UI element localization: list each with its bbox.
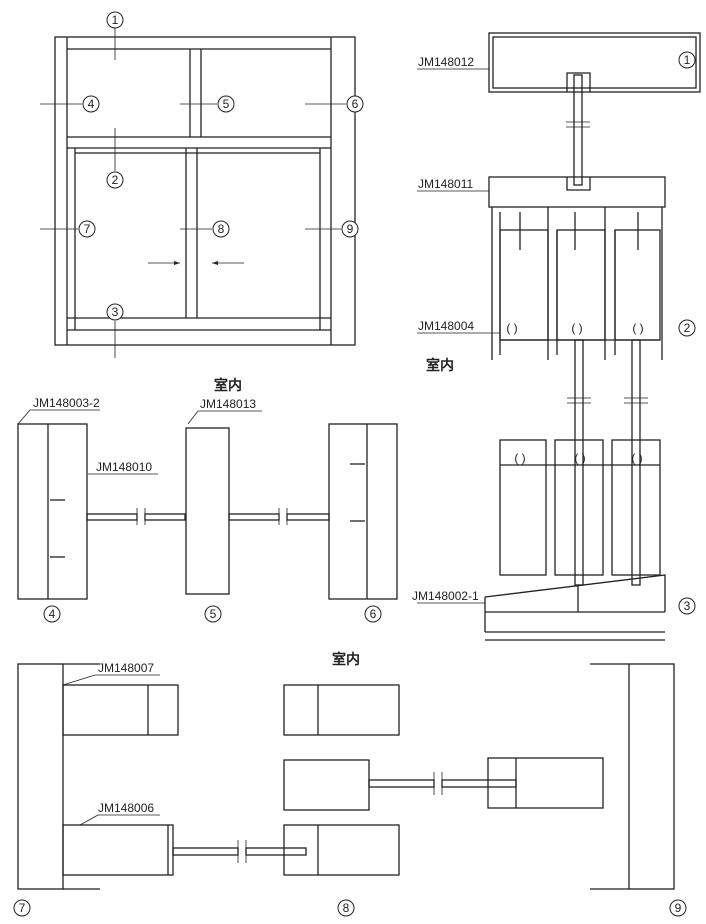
reference-markers: 1 4 5 6 2 7 8 9 3 1 2 3 4 5 6 7 8 9 <box>13 11 696 917</box>
svg-text:9: 9 <box>675 901 682 915</box>
svg-text:9: 9 <box>347 222 354 236</box>
code-jm148002-1: JM148002-1 <box>412 589 479 603</box>
svg-text:8: 8 <box>218 222 225 236</box>
vertical-section: ( ) ( ) ( ) ( ) ( ) ( ) <box>417 32 701 641</box>
bottom-track: ( ) ( ) ( ) <box>417 439 666 641</box>
svg-text:1: 1 <box>684 53 691 67</box>
marker-9: 9 <box>341 220 359 238</box>
svg-text:2: 2 <box>112 173 119 187</box>
svg-text:( ): ( ) <box>631 451 642 465</box>
svg-text:4: 4 <box>88 97 95 111</box>
marker-8: 8 <box>212 220 230 238</box>
code-jm148004: JM148004 <box>418 319 474 333</box>
svg-text:1: 1 <box>112 13 119 27</box>
svg-text:2: 2 <box>684 321 691 335</box>
section-marker-7: 7 <box>13 899 31 917</box>
svg-text:7: 7 <box>19 901 26 915</box>
interior-label: 室内 <box>332 651 360 668</box>
marker-4: 4 <box>82 95 100 113</box>
marker-7: 7 <box>78 220 96 238</box>
code-jm148010: JM148010 <box>96 460 152 474</box>
profile-codes: JM148012 JM148011 JM148004 JM148002-1 JM… <box>33 55 479 815</box>
svg-text:5: 5 <box>223 97 230 111</box>
code-jm148006: JM148006 <box>98 801 154 815</box>
svg-text:4: 4 <box>49 607 56 621</box>
section-marker-6: 6 <box>364 605 382 623</box>
marker-5: 5 <box>217 95 235 113</box>
section-marker-4: 4 <box>43 605 61 623</box>
interior-label: 室内 <box>214 377 242 394</box>
interior-label: 室内 <box>426 357 454 374</box>
marker-3: 3 <box>106 303 124 321</box>
marker-1: 1 <box>106 11 124 29</box>
svg-text:8: 8 <box>343 901 350 915</box>
section-marker-1: 1 <box>678 51 696 69</box>
svg-text:3: 3 <box>684 599 691 613</box>
horizontal-section-upper <box>17 409 398 600</box>
svg-text:( ): ( ) <box>574 451 585 465</box>
code-jm148012: JM148012 <box>418 55 474 69</box>
svg-text:( ): ( ) <box>506 321 517 335</box>
section-marker-3: 3 <box>678 597 696 615</box>
svg-text:6: 6 <box>370 607 377 621</box>
code-jm148011: JM148011 <box>418 177 473 191</box>
section-marker-9: 9 <box>669 899 687 917</box>
svg-text:( ): ( ) <box>514 451 525 465</box>
code-jm148003-2: JM148003-2 <box>33 396 100 410</box>
top-track: ( ) ( ) ( ) <box>417 207 663 360</box>
svg-text:5: 5 <box>210 607 217 621</box>
marker-2: 2 <box>106 171 124 189</box>
svg-text:6: 6 <box>352 97 359 111</box>
horizontal-section-lower <box>17 663 675 890</box>
section-marker-8: 8 <box>337 899 355 917</box>
marker-6: 6 <box>346 95 364 113</box>
svg-text:( ): ( ) <box>632 321 643 335</box>
code-jm148013: JM148013 <box>200 397 256 411</box>
section-marker-5: 5 <box>204 605 222 623</box>
svg-text:( ): ( ) <box>571 321 582 335</box>
section-marker-2: 2 <box>678 319 696 337</box>
code-jm148007: JM148007 <box>98 661 154 675</box>
window-elevation <box>40 28 356 358</box>
svg-text:7: 7 <box>84 222 91 236</box>
svg-text:3: 3 <box>112 305 119 319</box>
